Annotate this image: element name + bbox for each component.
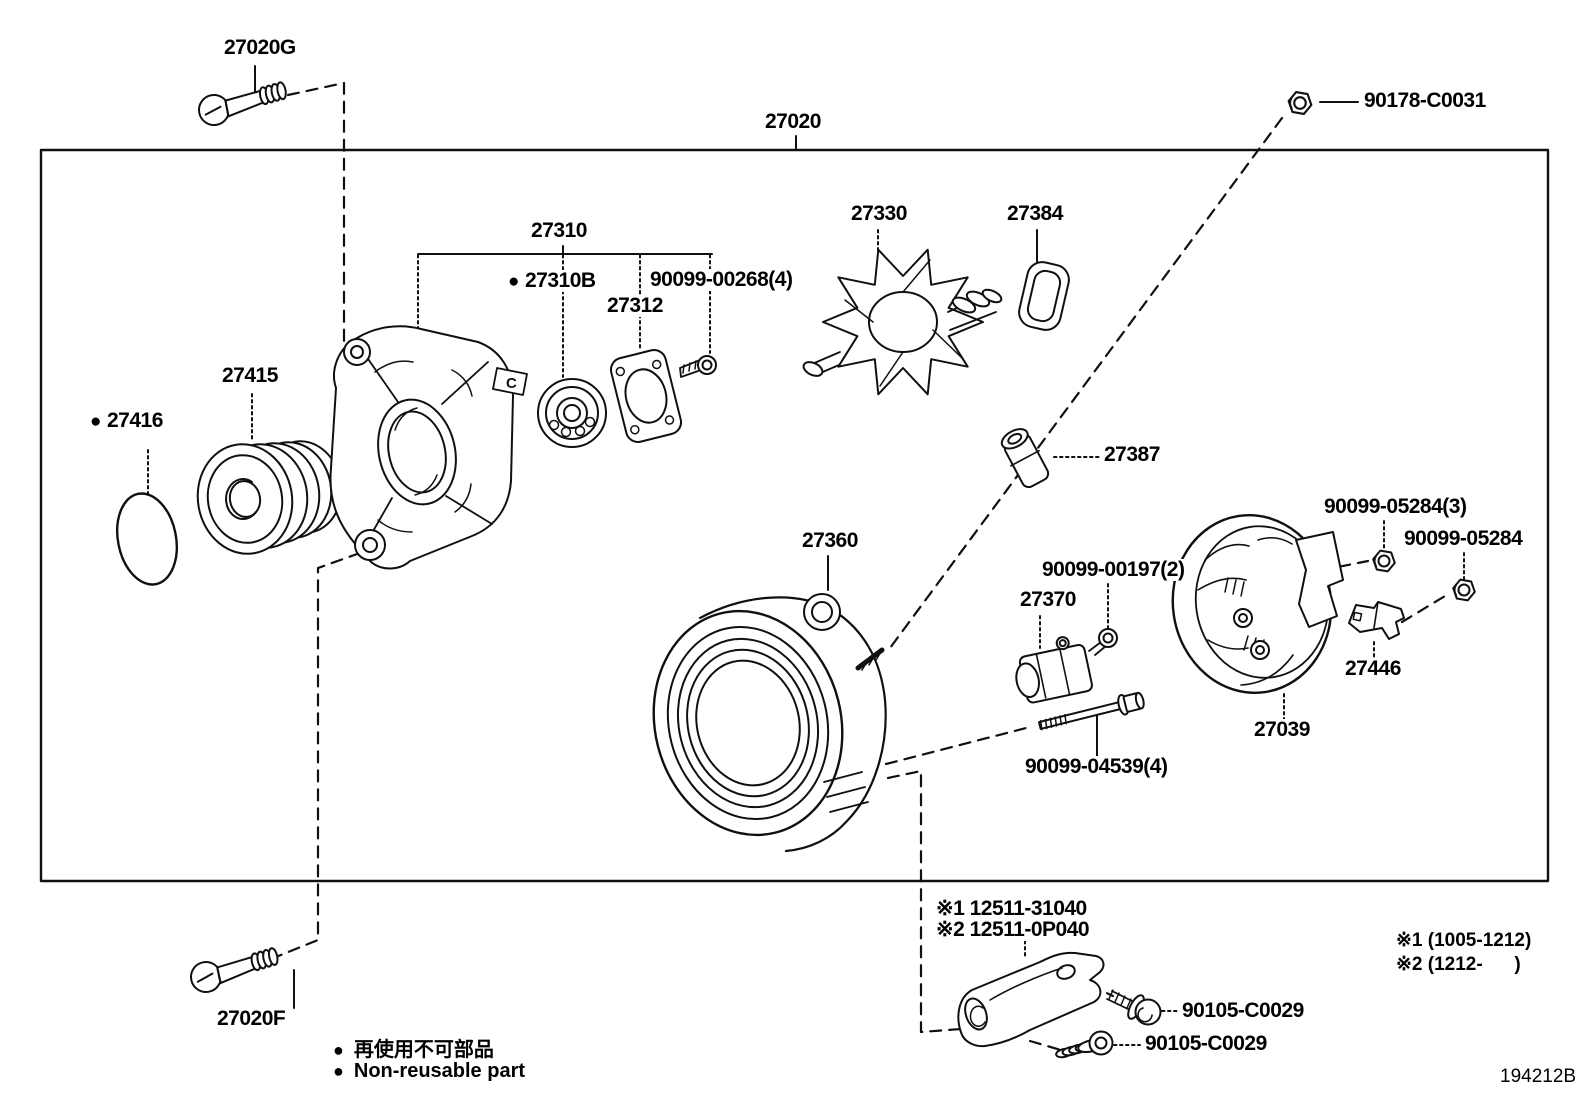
bolt-27020f-drawing [187, 945, 283, 996]
insulator-27387-drawing [1000, 428, 1050, 489]
part-label-27384: 27384 [1005, 202, 1065, 226]
part-label-27020: 27020 [763, 110, 823, 134]
assembly-boundary-box [39, 148, 1550, 883]
legend-non-reusable-en: ●Non-reusable part [333, 1060, 526, 1082]
production-note-2: ※2 (1212- ) [1396, 954, 1521, 975]
bolt-90105b-drawing [1055, 1030, 1114, 1059]
dash-through-bolt-path [884, 725, 1032, 766]
bearing-27310b-drawing [537, 378, 607, 448]
nut-05284b-drawing [1452, 578, 1476, 602]
bolt-90105a-drawing [1106, 989, 1162, 1026]
rotor-27330-drawing [802, 248, 1003, 396]
part-label-90105-c0029-a: 90105-C0029 [1180, 999, 1306, 1023]
part-label-27330: 27330 [849, 202, 909, 226]
part-label-27039: 27039 [1252, 718, 1312, 742]
front-bracket-drawing: C [329, 325, 528, 570]
retainer-27312-drawing [609, 349, 683, 443]
pulley-cap-27416-drawing [116, 492, 178, 586]
part-label-27360: 27360 [800, 529, 860, 553]
part-label-27020f: 27020F [215, 1007, 288, 1031]
part-label-90099-00268: 90099-00268(4) [648, 268, 795, 292]
part-label-90178-c0031: 90178-C0031 [1362, 89, 1488, 113]
alignment-dashed-lines [274, 81, 1452, 1053]
part-label-90099-05284-3: 90099-05284(3) [1322, 495, 1469, 519]
bolt-90099-04539-drawing [1037, 691, 1145, 731]
stator-27360-drawing [652, 593, 887, 853]
part-label-90105-c0029-b: 90105-C0029 [1143, 1032, 1269, 1056]
dash-90178-path [888, 116, 1284, 650]
part-label-90099-00197: 90099-00197(2) [1040, 558, 1187, 582]
nut-05284a-drawing [1372, 549, 1396, 573]
legend-non-reusable-ja: ●再使用不可部品 [333, 1039, 494, 1061]
dash-27020g-path [286, 81, 346, 351]
dash-27020f-path [274, 551, 362, 959]
part-label-27415: 27415 [220, 364, 280, 388]
rear-cover-27039-drawing [1171, 514, 1344, 694]
screw-90099-00268-drawing [679, 355, 717, 378]
part-label-12511-2: ※2 12511-0P040 [934, 918, 1092, 942]
bracket-12511-drawing [957, 951, 1105, 1048]
non-reusable-dot: ● [333, 1061, 344, 1081]
dash-05284b-path [1400, 591, 1452, 624]
part-label-27387: 27387 [1102, 443, 1162, 467]
nut-90178-drawing [1287, 91, 1313, 115]
bolt-27020g-drawing [195, 80, 291, 129]
terminal-27446-drawing [1348, 601, 1405, 640]
production-note-1: ※1 (1005-1212) [1396, 930, 1532, 951]
part-label-90099-05284: 90099-05284 [1402, 527, 1525, 551]
part-label-27446: 27446 [1343, 657, 1403, 681]
dotted-leaders [147, 229, 1465, 1046]
non-reusable-dot: ● [90, 411, 101, 432]
part-label-27020g: 27020G [222, 36, 298, 60]
screw-90099-00197-drawing [1088, 628, 1118, 656]
part-label-27310b: ●27310B [506, 269, 598, 293]
part-label-12511-1: ※1 12511-31040 [934, 897, 1089, 921]
part-label-27310: 27310 [529, 219, 589, 243]
non-reusable-dot: ● [508, 271, 519, 292]
part-label-27370: 27370 [1018, 588, 1078, 612]
bracket-tab-letter: C [506, 375, 517, 392]
pulley-27415-drawing [196, 440, 343, 555]
part-label-90099-04539: 90099-04539(4) [1023, 755, 1170, 779]
non-reusable-dot: ● [333, 1040, 344, 1060]
dash-90105b-path [1028, 1039, 1066, 1053]
grommet-27384-drawing [1018, 261, 1070, 331]
part-label-27312: 27312 [605, 294, 665, 318]
regulator-27370-drawing [1015, 636, 1093, 704]
figure-code: 194212B [1500, 1066, 1577, 1087]
part-label-27416: ●27416 [88, 409, 165, 433]
